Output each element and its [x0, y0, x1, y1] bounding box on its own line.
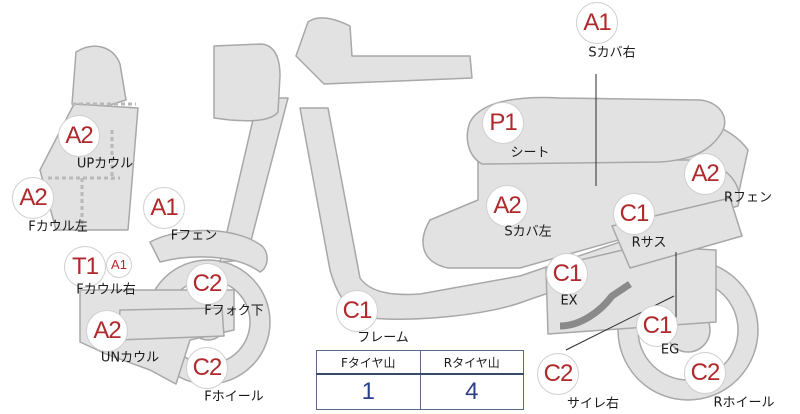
grade-badge-r-suspension: C1 [613, 193, 655, 235]
grade-badge-frame: C1 [336, 290, 378, 332]
part-label-frame: フレーム [357, 330, 409, 346]
exhaust-shape [559, 281, 632, 330]
grade-badge-f-fender: A1 [143, 187, 185, 229]
grade-badge-f-cowl-right: T1 [64, 246, 106, 288]
tire-table-header-row: Fタイヤ山 Rタイヤ山 [316, 350, 524, 375]
sub-grade-badge-f-cowl-right: A1 [106, 252, 132, 278]
grade-badge-r-wheel: C2 [684, 352, 726, 394]
tire-tread-table: Fタイヤ山 Rタイヤ山 1 4 [316, 350, 524, 410]
rear-tire-header: Rタイヤ山 [419, 350, 524, 375]
part-label-f-fender: Fフェン [170, 228, 218, 244]
part-label-up-cowl: UPカウル [76, 156, 134, 172]
part-label-f-wheel: Fホイール [204, 389, 264, 405]
grade-badge-un-cowl: A2 [86, 310, 128, 352]
front-fender-shape [149, 229, 268, 273]
grade-badge-f-cowl-left: A2 [12, 177, 54, 219]
part-label-r-suspension: Rサス [631, 235, 667, 251]
cowl-divider-lines [48, 102, 136, 232]
grade-badge-f-fork-lower: C2 [186, 263, 228, 305]
handlebar-shape [295, 17, 473, 85]
grade-badge-muffler-right: C2 [537, 353, 579, 395]
grade-badge-r-fender: A2 [684, 153, 726, 195]
part-label-f-cowl-right: Fカウル右 [76, 282, 136, 298]
grade-badge-s-cover-right: A1 [576, 2, 618, 44]
tire-table-value-row: 1 4 [316, 373, 524, 410]
part-label-s-cover-right: Sカバ右 [588, 45, 636, 61]
upper-cowl-shape [71, 45, 127, 111]
part-label-engine: EG [660, 342, 680, 358]
grade-badge-engine: C1 [636, 305, 678, 347]
part-label-muffler-right: サイレ右 [566, 396, 620, 412]
rear-tire-value: 4 [419, 373, 524, 410]
grade-badge-s-cover-left: A2 [486, 185, 528, 227]
part-label-un-cowl: UNカウル [100, 350, 160, 366]
headlamp-shape [213, 43, 281, 122]
front-tire-header: Fタイヤ山 [316, 350, 421, 375]
part-label-r-wheel: Rホイール [713, 395, 775, 411]
part-label-f-fork-lower: Fフォク下 [204, 303, 264, 319]
grade-badge-f-wheel: C2 [186, 347, 228, 389]
part-label-r-fender: Rフェン [723, 190, 773, 206]
grade-badge-exhaust: C1 [546, 253, 588, 295]
part-label-exhaust: EX [560, 293, 578, 309]
part-label-seat: シート [510, 145, 550, 161]
part-label-f-cowl-left: Fカウル左 [28, 219, 88, 235]
front-tire-value: 1 [316, 373, 421, 410]
part-label-s-cover-left: Sカバ左 [504, 224, 552, 240]
rear-shock-shape [611, 197, 743, 269]
grade-badge-up-cowl: A2 [58, 115, 100, 157]
grade-badge-seat: P1 [482, 102, 524, 144]
